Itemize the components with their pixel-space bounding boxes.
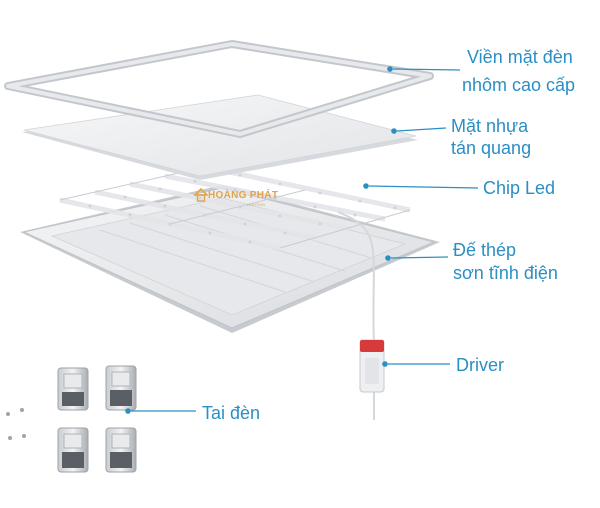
callout-dot bbox=[387, 66, 393, 72]
label-base-line-2: sơn tĩnh điện bbox=[453, 263, 558, 283]
label-diffuser-line-1: Mặt nhựa bbox=[451, 116, 529, 136]
callout-base bbox=[385, 255, 449, 261]
callout-frame bbox=[387, 66, 461, 72]
brand-name: HOÀNG PHÁT bbox=[208, 190, 279, 201]
aluminium-frame bbox=[4, 40, 434, 138]
label-diffuser-line-2: tán quang bbox=[451, 138, 532, 158]
callout-dot bbox=[385, 255, 391, 261]
chip-led-strips bbox=[59, 164, 411, 251]
callout-diffuser bbox=[391, 127, 447, 134]
callout-dot bbox=[125, 408, 131, 414]
callout-chip bbox=[363, 183, 479, 189]
brand-sub: LIGHTING bbox=[247, 203, 266, 207]
label-clips: Tai đèn bbox=[202, 403, 261, 423]
callout-dot bbox=[363, 183, 369, 189]
label-frame-line-2: nhôm cao cấp bbox=[462, 75, 576, 95]
mounting-clips bbox=[6, 365, 137, 473]
callout-driver bbox=[382, 361, 450, 367]
driver-cable bbox=[337, 211, 375, 420]
label-chip-led: Chip Led bbox=[483, 178, 556, 198]
label-driver: Driver bbox=[456, 355, 504, 375]
callout-dot bbox=[382, 361, 388, 367]
diffuser-sheet bbox=[22, 94, 418, 180]
callout-arrows bbox=[125, 66, 479, 414]
callout-dot bbox=[391, 128, 397, 134]
label-frame-line-1: Viền mặt đèn bbox=[467, 47, 573, 67]
callout-clips bbox=[125, 408, 196, 414]
driver-box bbox=[359, 339, 385, 393]
house-logo-icon bbox=[194, 188, 208, 202]
label-base-line-1: Đế thép bbox=[453, 240, 517, 260]
